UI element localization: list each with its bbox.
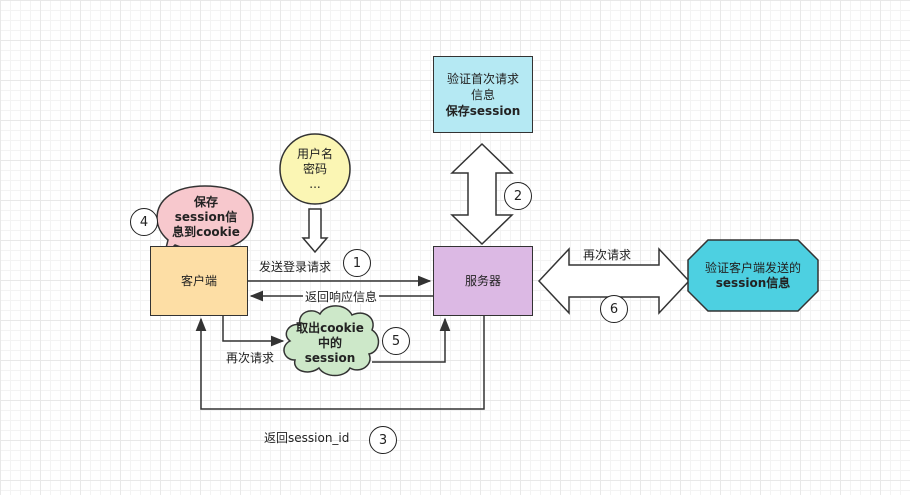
fetch-cookie-text: 取出cookie 中的 session <box>285 314 375 372</box>
step-5-badge: 5 <box>382 327 410 355</box>
credentials-down-arrow <box>301 208 329 254</box>
save-cookie-line2: session信 <box>174 209 238 224</box>
step-4-badge: 4 <box>130 208 158 236</box>
server-verify-double-arrow <box>450 142 514 246</box>
request-again-arrow <box>222 316 285 347</box>
return-session-id-label: 返回session_id <box>264 431 350 445</box>
save-cookie-line1: 保存 <box>193 194 218 209</box>
verify-session-line2: session信息 <box>715 275 791 290</box>
save-cookie-line3: 息到cookie <box>172 224 240 239</box>
fetch-to-server-arrow <box>372 317 451 363</box>
step-1-badge: 1 <box>343 249 371 277</box>
credentials-line3: ... <box>309 176 321 191</box>
fetch-cookie-cloud <box>283 305 380 377</box>
credentials-text: 用户名 密码 ... <box>280 134 350 204</box>
client-label: 客户端 <box>180 274 217 288</box>
request-again-server-label: 再次请求 <box>583 248 632 262</box>
verify-session-octagon <box>687 239 819 312</box>
verify-first-node: 验证首次请求 信息 保存session <box>433 56 533 133</box>
credentials-line2: 密码 <box>302 161 327 176</box>
server-label: 服务器 <box>464 274 501 288</box>
step-3-badge: 3 <box>369 426 397 454</box>
return-response-label: 返回响应信息 <box>303 290 380 304</box>
server-node: 服务器 <box>433 246 533 316</box>
credentials-circle <box>279 133 351 205</box>
verify-first-line2: 信息 <box>470 87 495 102</box>
fetch-cookie-line2: 中的 <box>317 335 342 350</box>
verify-session-line1: 验证客户端发送的 <box>704 260 801 275</box>
client-node: 客户端 <box>150 246 248 316</box>
fetch-cookie-line3: session <box>304 350 356 365</box>
verify-session-text: 验证客户端发送的 session信息 <box>688 240 818 311</box>
credentials-line1: 用户名 <box>296 146 333 161</box>
send-login-label: 发送登录请求 <box>259 260 332 274</box>
step-2-badge: 2 <box>504 182 532 210</box>
verify-first-line3: 保存session <box>445 103 521 118</box>
return-session-id-arrow <box>195 316 485 410</box>
request-again-client-label: 再次请求 <box>226 351 275 365</box>
fetch-cookie-line1: 取出cookie <box>296 320 364 335</box>
verify-first-line1: 验证首次请求 <box>446 71 519 86</box>
save-cookie-text: 保存 session信 息到cookie <box>160 186 252 248</box>
step-6-badge: 6 <box>600 295 628 323</box>
